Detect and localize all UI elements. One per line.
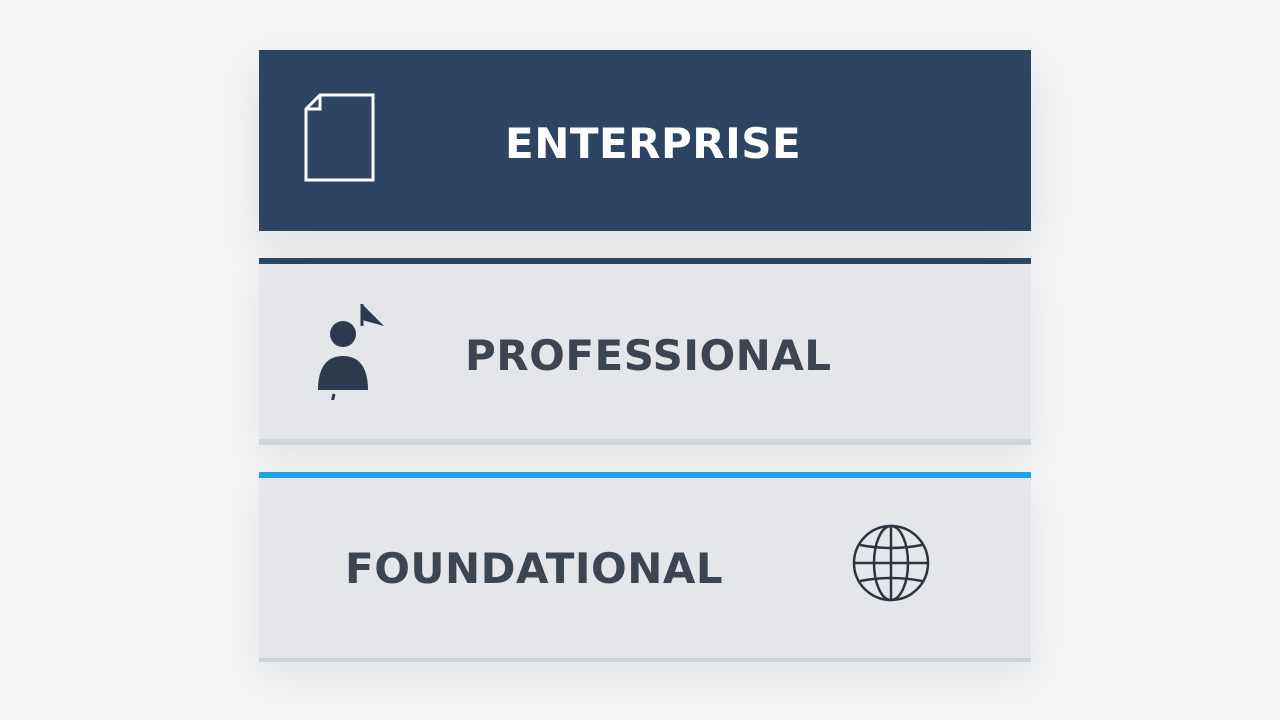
document-icon [304, 93, 376, 183]
tier-enterprise-label: ENTERPRISE [505, 119, 802, 168]
tier-professional-label: PROFESSIONAL [465, 331, 832, 380]
tier-enterprise[interactable]: ENTERPRISE [259, 50, 1031, 231]
globe-icon [851, 523, 931, 603]
tier-professional[interactable]: PROFESSIONAL [259, 258, 1031, 445]
tier-foundational-label: FOUNDATIONAL [345, 544, 724, 593]
person-flag-icon [314, 304, 390, 400]
tier-foundational[interactable]: FOUNDATIONAL [259, 472, 1031, 662]
